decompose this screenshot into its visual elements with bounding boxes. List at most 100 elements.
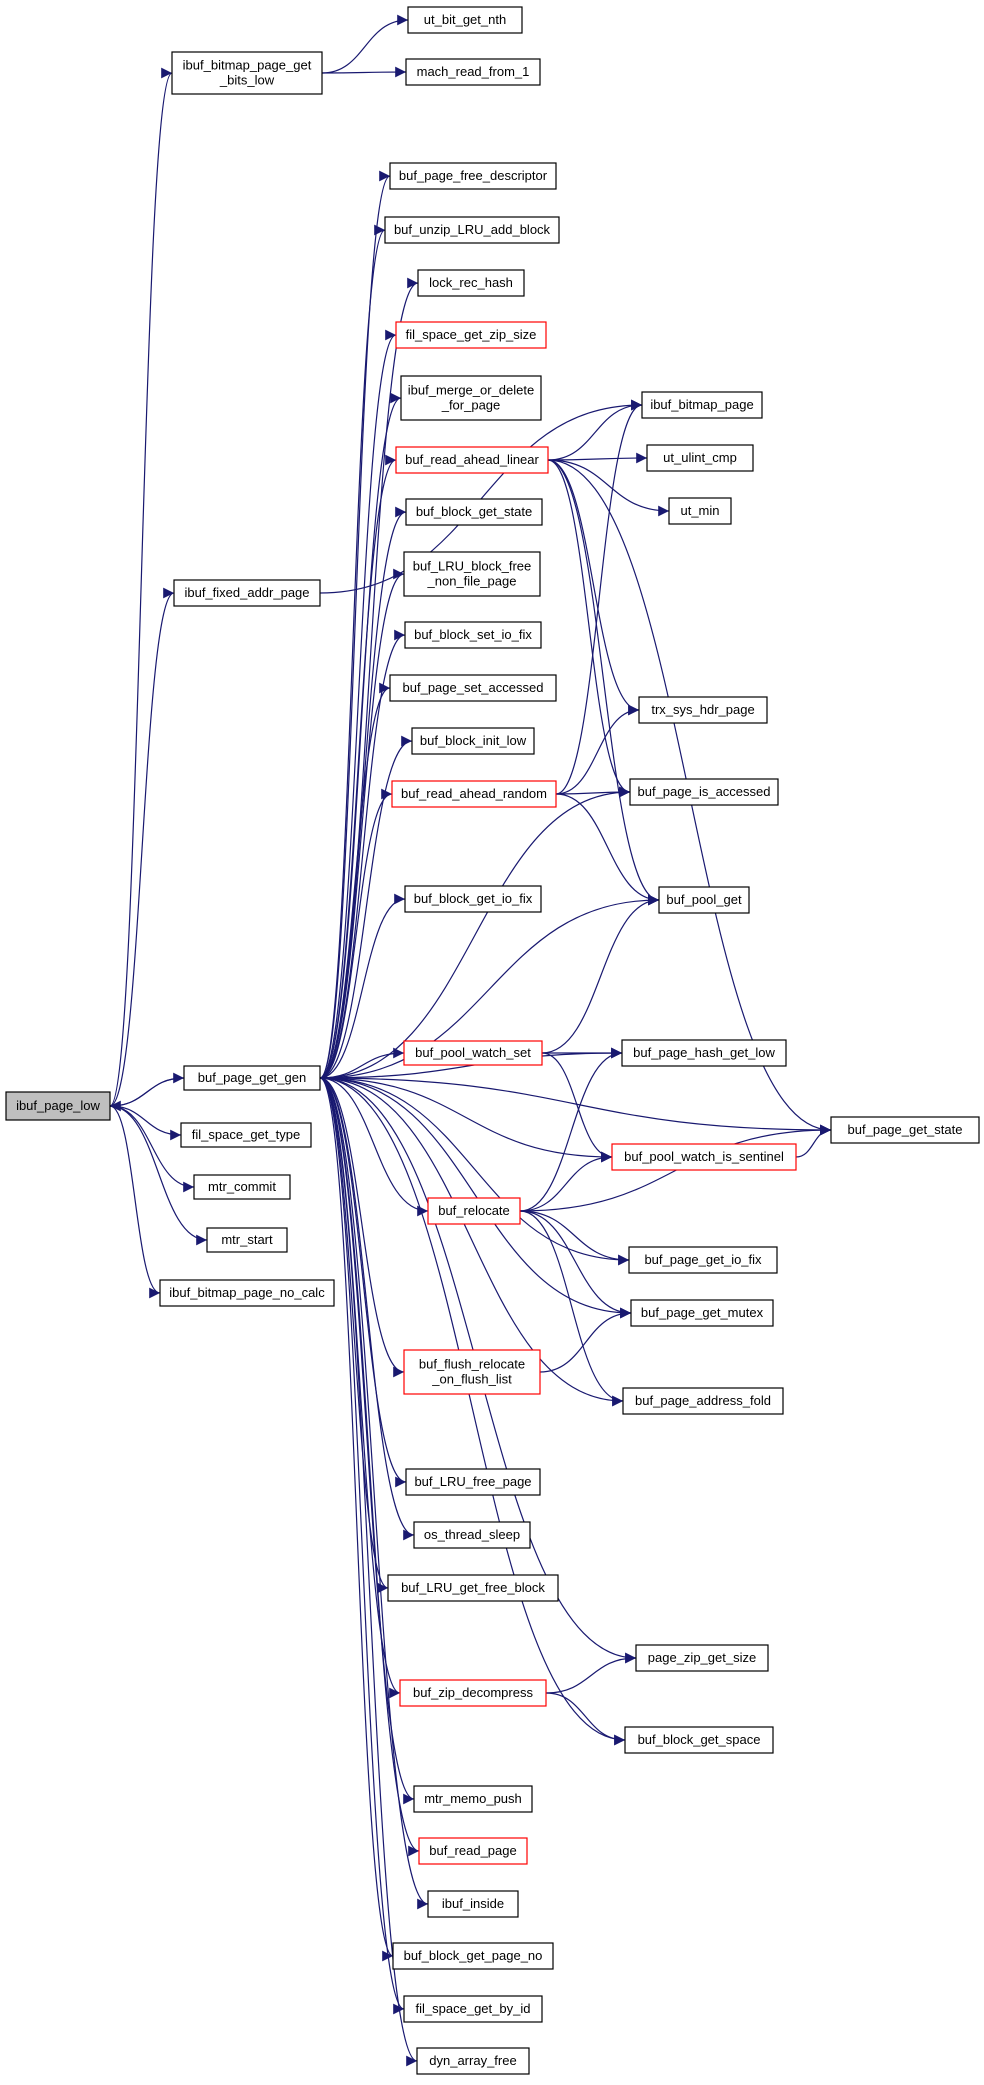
node-ibuf-merge-or-delete-for-page[interactable]: ibuf_merge_or_delete_for_page: [400, 375, 542, 421]
node-box: [389, 674, 557, 702]
edge-buf-read-ahead-random-to-trx-sys-hdr-page: [555, 704, 640, 795]
node-buf-page-get-state[interactable]: buf_page_get_state: [830, 1116, 980, 1144]
node-ut-min[interactable]: ut_min: [668, 497, 732, 525]
edge-buf-page-get-gen-to-buf-flush-relocate-on-flush-list: [319, 1077, 405, 1378]
node-buf-pool-watch-set[interactable]: buf_pool_watch_set: [403, 1040, 543, 1066]
node-fil-space-get-type[interactable]: fil_space_get_type: [180, 1122, 312, 1148]
node-ibuf-page-low[interactable]: ibuf_page_low: [5, 1091, 111, 1121]
node-label: buf_page_get_state: [848, 1122, 963, 1137]
node-label: buf_read_page: [429, 1843, 516, 1858]
node-buf-pool-watch-is-sentinel[interactable]: buf_pool_watch_is_sentinel: [611, 1143, 797, 1171]
node-buf-page-is-accessed[interactable]: buf_page_is_accessed: [629, 778, 779, 806]
node-ibuf-bitmap-page[interactable]: ibuf_bitmap_page: [641, 391, 763, 419]
node-ibuf-inside[interactable]: ibuf_inside: [427, 1890, 519, 1918]
node-label: ibuf_merge_or_delete: [408, 383, 534, 398]
node-ibuf-bitmap-page-no-calc[interactable]: ibuf_bitmap_page_no_calc: [159, 1279, 335, 1307]
node-label: buf_page_hash_get_low: [633, 1045, 775, 1060]
node-buf-lru-get-free-block[interactable]: buf_LRU_get_free_block: [387, 1574, 559, 1602]
node-box: [395, 321, 547, 349]
node-buf-block-get-io-fix[interactable]: buf_block_get_io_fix: [404, 885, 542, 913]
node-box: [427, 1197, 521, 1225]
node-label: trx_sys_hdr_page: [651, 702, 754, 717]
node-label: buf_pool_watch_is_sentinel: [624, 1149, 784, 1164]
edge-buf-page-get-gen-to-ibuf-inside: [319, 1077, 429, 1910]
node-page-zip-get-size[interactable]: page_zip_get_size: [635, 1644, 769, 1672]
edge-buf-page-get-gen-to-buf-page-is-accessed: [319, 786, 631, 1079]
node-buf-page-set-accessed[interactable]: buf_page_set_accessed: [389, 674, 557, 702]
edge-buf-page-get-gen-to-buf-page-address-fold: [319, 1077, 624, 1407]
node-buf-pool-get[interactable]: buf_pool_get: [658, 886, 750, 914]
edge-buf-page-get-gen-to-buf-lru-block-free-non-file-page: [319, 568, 405, 1079]
node-buf-block-get-space[interactable]: buf_block_get_space: [624, 1726, 774, 1754]
node-box: [5, 1091, 111, 1121]
node-box: [418, 1837, 528, 1865]
node-ut-ulint-cmp[interactable]: ut_ulint_cmp: [646, 444, 754, 472]
node-buf-lru-free-page[interactable]: buf_LRU_free_page: [405, 1468, 541, 1496]
node-buf-read-page[interactable]: buf_read_page: [418, 1837, 528, 1865]
node-label: buf_page_get_gen: [198, 1070, 306, 1085]
node-os-thread-sleep[interactable]: os_thread_sleep: [413, 1521, 531, 1549]
node-label: ibuf_fixed_addr_page: [184, 585, 309, 600]
node-buf-page-address-fold[interactable]: buf_page_address_fold: [622, 1387, 784, 1415]
node-box: [173, 579, 321, 607]
node-mtr-start[interactable]: mtr_start: [206, 1227, 288, 1253]
node-buf-zip-decompress[interactable]: buf_zip_decompress: [399, 1679, 547, 1707]
node-ibuf-bitmap-page-get-bits-low[interactable]: ibuf_bitmap_page_get_bits_low: [171, 51, 323, 95]
node-ut-bit-get-nth[interactable]: ut_bit_get_nth: [407, 6, 523, 34]
edge-ibuf-bitmap-page-get-bits-low-to-mach-read-from-1: [321, 66, 407, 78]
node-buf-page-get-gen[interactable]: buf_page_get_gen: [183, 1065, 321, 1091]
node-box: [403, 551, 541, 597]
node-buf-page-hash-get-low[interactable]: buf_page_hash_get_low: [621, 1039, 787, 1067]
node-buf-relocate[interactable]: buf_relocate: [427, 1197, 521, 1225]
node-label: buf_zip_decompress: [413, 1685, 533, 1700]
node-mtr-memo-push[interactable]: mtr_memo_push: [413, 1785, 533, 1813]
edge-buf-page-get-gen-to-ibuf-page-low: [109, 1077, 185, 1112]
node-label: _on_flush_list: [431, 1372, 512, 1387]
node-buf-block-set-io-fix[interactable]: buf_block_set_io_fix: [404, 621, 542, 649]
node-buf-read-ahead-linear[interactable]: buf_read_ahead_linear: [395, 446, 549, 474]
node-ibuf-fixed-addr-page[interactable]: ibuf_fixed_addr_page: [173, 579, 321, 607]
node-buf-block-get-state[interactable]: buf_block_get_state: [405, 498, 543, 526]
node-label: buf_page_address_fold: [635, 1393, 771, 1408]
node-trx-sys-hdr-page[interactable]: trx_sys_hdr_page: [638, 696, 768, 724]
node-label: buf_block_get_io_fix: [414, 891, 533, 906]
node-buf-page-get-mutex[interactable]: buf_page_get_mutex: [630, 1299, 774, 1327]
node-buf-flush-relocate-on-flush-list[interactable]: buf_flush_relocate_on_flush_list: [403, 1349, 541, 1395]
node-label: buf_pool_get: [666, 892, 742, 907]
node-label: buf_unzip_LRU_add_block: [394, 222, 551, 237]
node-box: [395, 446, 549, 474]
node-box: [427, 1890, 519, 1918]
node-box: [646, 444, 754, 472]
node-box: [635, 1644, 769, 1672]
node-fil-space-get-zip-size[interactable]: fil_space_get_zip_size: [395, 321, 547, 349]
node-buf-read-ahead-random[interactable]: buf_read_ahead_random: [391, 780, 557, 808]
node-box: [416, 2047, 530, 2075]
node-box: [392, 1942, 554, 1970]
node-mtr-commit[interactable]: mtr_commit: [193, 1174, 291, 1200]
node-label: buf_read_ahead_random: [401, 786, 547, 801]
node-buf-unzip-lru-add-block[interactable]: buf_unzip_LRU_add_block: [384, 216, 560, 244]
node-buf-page-free-descriptor[interactable]: buf_page_free_descriptor: [389, 162, 557, 190]
node-dyn-array-free[interactable]: dyn_array_free: [416, 2047, 530, 2075]
node-box: [384, 216, 560, 244]
node-buf-block-get-page-no[interactable]: buf_block_get_page_no: [392, 1942, 554, 1970]
node-box: [413, 1785, 533, 1813]
edge-buf-page-get-gen-to-buf-block-init-low: [319, 735, 413, 1079]
node-box: [611, 1143, 797, 1171]
edge-buf-page-get-gen-to-buf-page-set-accessed: [319, 682, 391, 1079]
node-lock-rec-hash[interactable]: lock_rec_hash: [417, 269, 525, 297]
node-box: [830, 1116, 980, 1144]
node-buf-lru-block-free-non-file-page[interactable]: buf_LRU_block_free_non_file_page: [403, 551, 541, 597]
node-label: buf_LRU_get_free_block: [401, 1580, 545, 1595]
node-label: buf_pool_watch_set: [415, 1045, 531, 1060]
node-fil-space-get-by-id[interactable]: fil_space_get_by_id: [403, 1995, 543, 2023]
edge-buf-read-ahead-linear-to-buf-page-is-accessed: [547, 459, 631, 798]
node-buf-block-init-low[interactable]: buf_block_init_low: [411, 727, 535, 755]
edge-buf-read-ahead-random-to-ibuf-bitmap-page: [555, 399, 643, 795]
node-buf-page-get-io-fix[interactable]: buf_page_get_io_fix: [628, 1246, 778, 1274]
edge-buf-read-ahead-linear-to-ut-ulint-cmp: [547, 452, 648, 464]
node-label: lock_rec_hash: [429, 275, 513, 290]
node-mach-read-from-1[interactable]: mach_read_from_1: [405, 58, 541, 86]
node-box: [389, 162, 557, 190]
node-label: dyn_array_free: [429, 2053, 516, 2068]
